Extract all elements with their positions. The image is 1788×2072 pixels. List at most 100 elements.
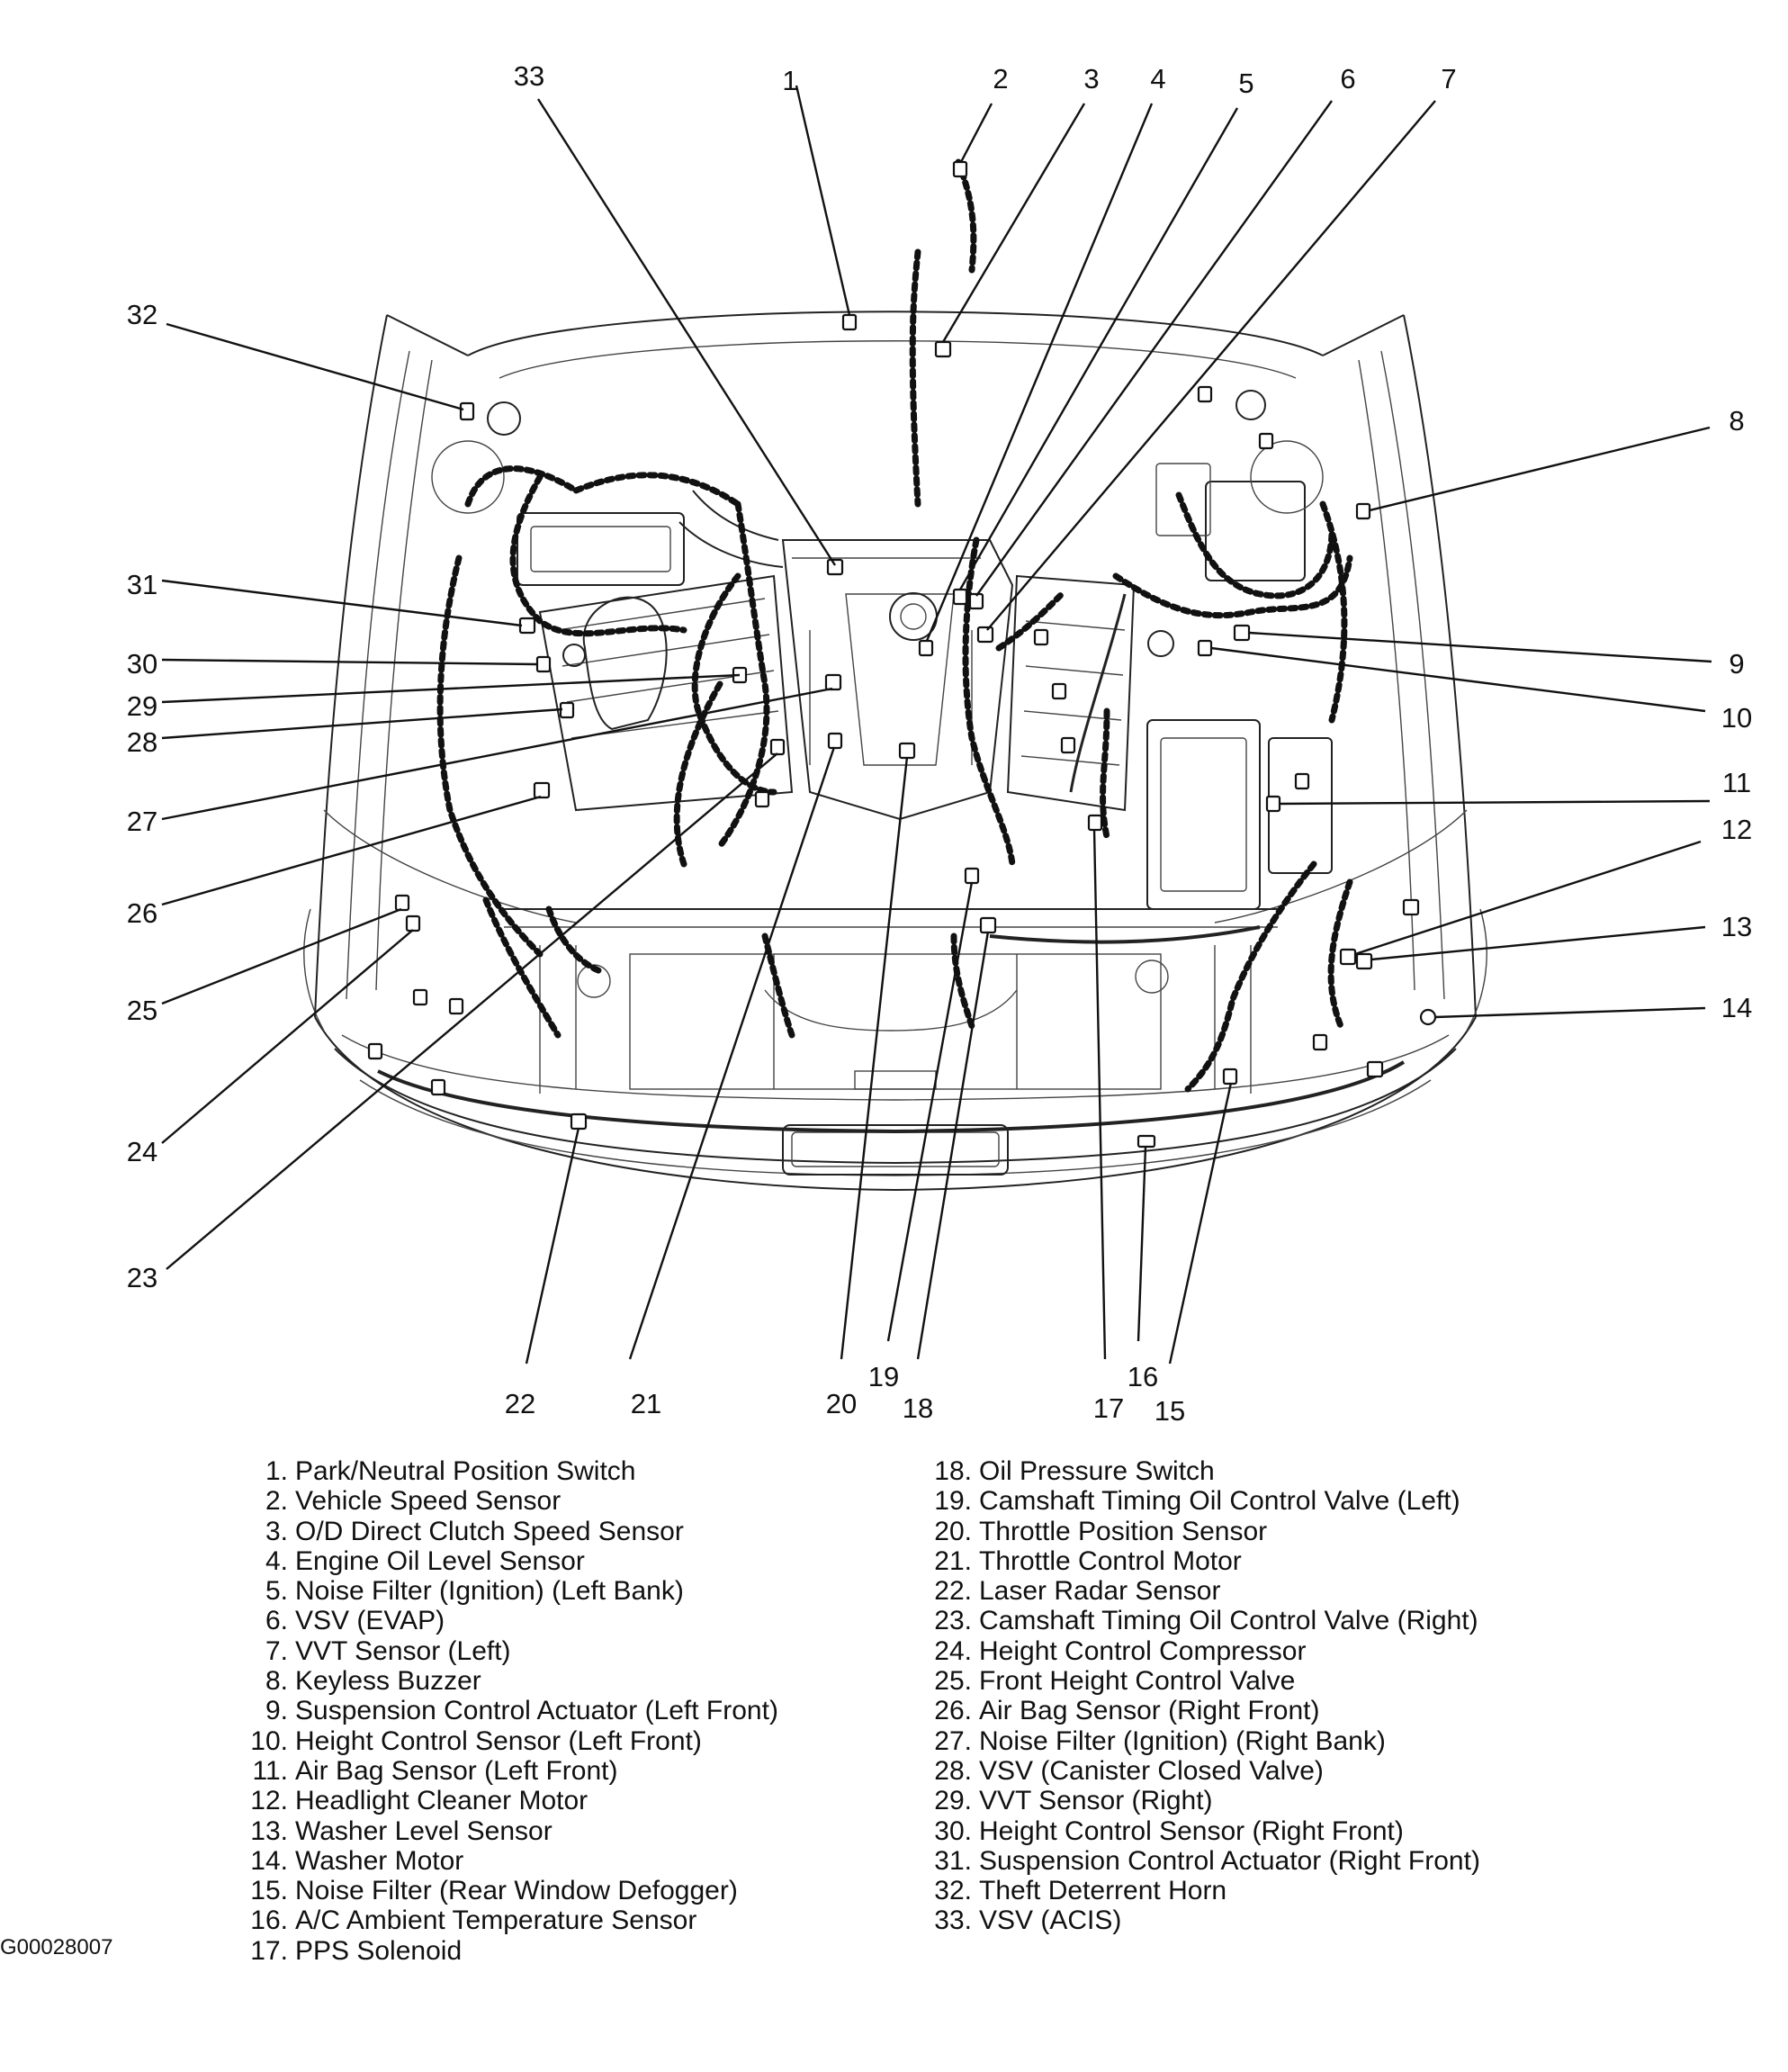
leader-line-8	[1369, 426, 1711, 512]
leader-line-22	[525, 1127, 580, 1365]
callout-17: 17	[1093, 1392, 1124, 1424]
leader-line-17	[1092, 828, 1107, 1360]
legend-label: Noise Filter (Rear Window Defogger)	[295, 1876, 738, 1906]
legend-number: 16.	[250, 1905, 288, 1936]
legend-number: 24.	[934, 1635, 972, 1666]
legend-item: 25.Front Height Control Valve	[927, 1666, 1480, 1696]
legend-label: VSV (Canister Closed Valve)	[979, 1755, 1324, 1786]
legend-item: 21.Throttle Control Motor	[927, 1546, 1480, 1576]
legend-label: O/D Direct Clutch Speed Sensor	[295, 1516, 684, 1546]
legend-label: PPS Solenoid	[295, 1935, 463, 1966]
legend-number: 8.	[265, 1666, 288, 1697]
legend-label: Vehicle Speed Sensor	[295, 1486, 562, 1517]
legend-item: 8.Keyless Buzzer	[243, 1666, 778, 1696]
legend-item: 28.VSV (Canister Closed Valve)	[927, 1756, 1480, 1786]
callout-10: 10	[1721, 702, 1752, 734]
legend-item: 12.Headlight Cleaner Motor	[243, 1786, 778, 1815]
legend-label: Theft Deterrent Horn	[979, 1876, 1227, 1906]
legend-label: Height Control Compressor	[979, 1635, 1307, 1666]
callout-26: 26	[127, 897, 157, 929]
legend-label: A/C Ambient Temperature Sensor	[295, 1905, 697, 1936]
legend-number: 10.	[250, 1725, 288, 1756]
figure-id: G00028007	[0, 1935, 113, 1959]
legend-number: 29.	[934, 1786, 972, 1816]
callout-16: 16	[1128, 1361, 1158, 1392]
leader-line-2	[959, 103, 993, 163]
leader-line-12	[1354, 840, 1702, 956]
legend-number: 21.	[934, 1545, 972, 1576]
callout-29: 29	[127, 690, 157, 722]
legend-label: Throttle Control Motor	[979, 1545, 1242, 1576]
legend-item: 24.Height Control Compressor	[927, 1636, 1480, 1666]
legend-number: 3.	[265, 1516, 288, 1546]
legend-number: 2.	[265, 1486, 288, 1517]
leader-line-28	[161, 707, 563, 740]
vehicle-body-outline	[303, 311, 1487, 1192]
legend-number: 26.	[934, 1696, 972, 1726]
callout-numbers: 1 2 3 4 5 6 7 8 9 10 11 12 13 14 15 16 1…	[127, 60, 1752, 1427]
legend-item: 33.VSV (ACIS)	[927, 1905, 1480, 1935]
leader-line-6	[975, 100, 1333, 597]
callout-25: 25	[127, 995, 157, 1026]
leader-line-21	[628, 746, 836, 1360]
callout-12: 12	[1721, 814, 1752, 845]
leader-line-14	[1434, 1006, 1706, 1019]
legend-label: Suspension Control Actuator (Left Front)	[295, 1696, 778, 1726]
legend-item: 31.Suspension Control Actuator (Right Fr…	[927, 1846, 1480, 1876]
legend-number: 4.	[265, 1545, 288, 1576]
legend-item: 15.Noise Filter (Rear Window Defogger)	[243, 1876, 778, 1905]
legend-item: 19.Camshaft Timing Oil Control Valve (Le…	[927, 1486, 1480, 1516]
legend-number: 17.	[250, 1935, 288, 1966]
callout-6: 6	[1340, 63, 1355, 95]
callout-13: 13	[1721, 911, 1752, 942]
wiring-harness	[436, 158, 1353, 1093]
callout-1: 1	[782, 65, 797, 96]
legend-number: 11.	[252, 1755, 288, 1786]
legend-number: 33.	[934, 1905, 972, 1936]
legend-item: 30.Height Control Sensor (Right Front)	[927, 1816, 1480, 1846]
legend-label: Front Height Control Valve	[979, 1666, 1296, 1697]
legend-label: Height Control Sensor (Right Front)	[979, 1815, 1404, 1846]
leader-line-20	[840, 756, 909, 1360]
legend-item: 1.Park/Neutral Position Switch	[243, 1456, 778, 1486]
legend-item: 5.Noise Filter (Ignition) (Left Bank)	[243, 1576, 778, 1606]
callout-5: 5	[1238, 68, 1253, 99]
callout-30: 30	[127, 648, 157, 680]
callout-2: 2	[993, 63, 1008, 95]
callout-4: 4	[1150, 63, 1165, 95]
legend-item: 20.Throttle Position Sensor	[927, 1517, 1480, 1546]
callout-9: 9	[1729, 648, 1744, 680]
legend-item: 10.Height Control Sensor (Left Front)	[243, 1726, 778, 1756]
legend-item: 7.VVT Sensor (Left)	[243, 1636, 778, 1666]
engine-compartment-diagram: 1 2 3 4 5 6 7 8 9 10 11 12 13 14 15 16 1…	[127, 60, 1752, 1427]
legend-item: 6.VSV (EVAP)	[243, 1606, 778, 1635]
legend-item: 14.Washer Motor	[243, 1846, 778, 1876]
leader-lines	[161, 85, 1712, 1365]
legend-label: VSV (ACIS)	[979, 1905, 1122, 1936]
leader-line-4	[925, 103, 1154, 642]
legend-item: 13.Washer Level Sensor	[243, 1816, 778, 1846]
leader-line-11	[1279, 799, 1711, 806]
leader-line-24	[161, 929, 414, 1144]
legend-number: 31.	[934, 1845, 972, 1876]
leader-line-10	[1210, 646, 1706, 713]
leader-line-3	[941, 103, 1086, 343]
legend-item: 23.Camshaft Timing Oil Control Valve (Ri…	[927, 1606, 1480, 1635]
legend-number: 23.	[934, 1606, 972, 1636]
leader-line-32	[166, 322, 464, 411]
callout-21: 21	[631, 1388, 661, 1419]
legend-label: VSV (EVAP)	[295, 1606, 445, 1636]
legend-number: 7.	[265, 1635, 288, 1666]
leader-line-7	[986, 100, 1436, 631]
callout-14: 14	[1721, 992, 1752, 1023]
leader-line-15	[1168, 1082, 1233, 1365]
leader-line-33	[536, 98, 837, 566]
leader-line-19	[886, 881, 974, 1342]
legend-left-column: 1.Park/Neutral Position Switch 2.Vehicle…	[243, 1456, 778, 1966]
legend-number: 9.	[265, 1696, 288, 1726]
legend-number: 12.	[250, 1786, 288, 1816]
callout-28: 28	[127, 726, 157, 758]
legend-number: 18.	[934, 1456, 972, 1486]
legend-number: 28.	[934, 1755, 972, 1786]
legend-number: 30.	[934, 1815, 972, 1846]
